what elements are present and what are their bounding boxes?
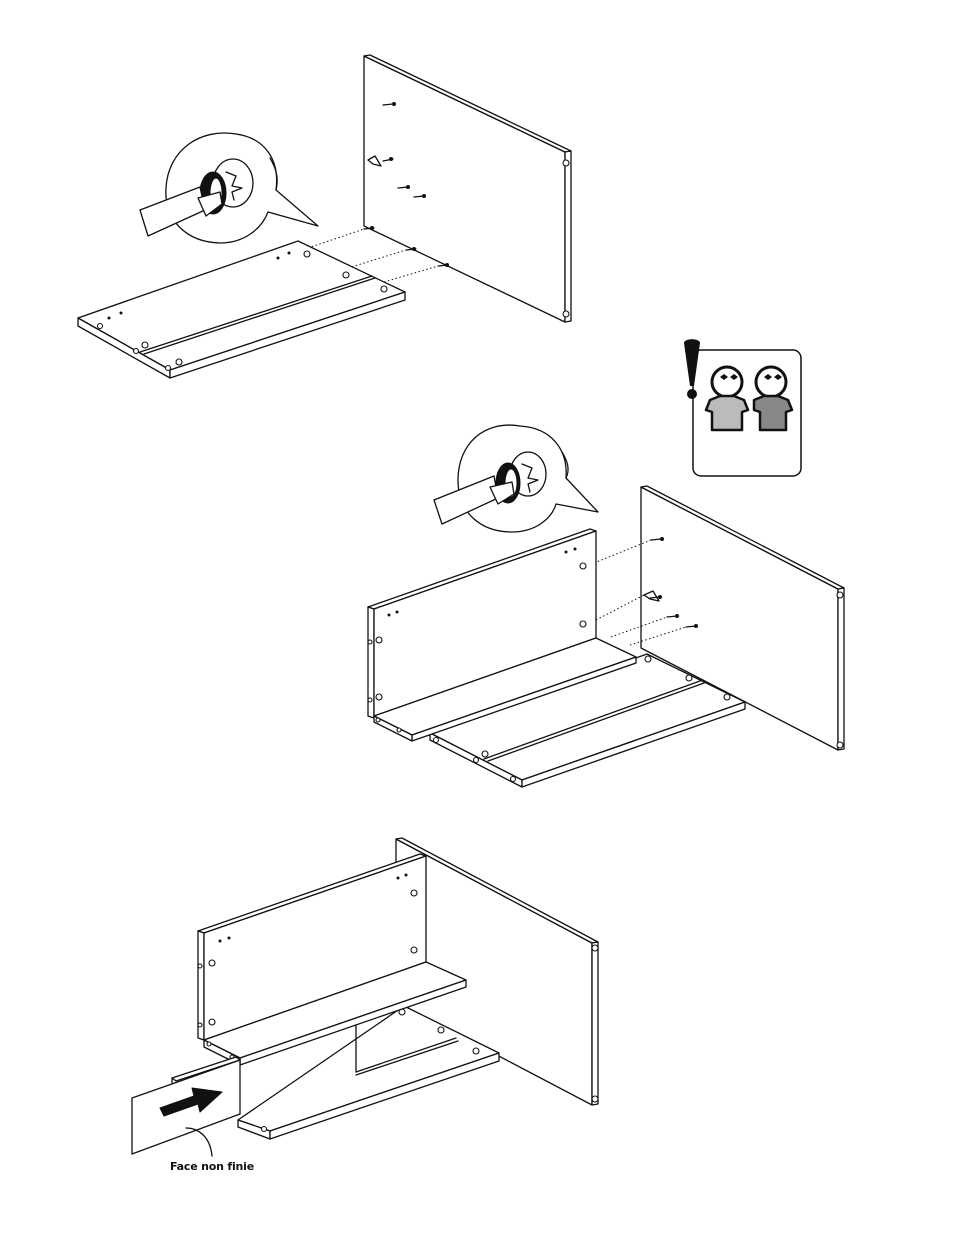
screwdriver-detail-icon — [140, 133, 318, 243]
step-3 — [132, 838, 598, 1156]
step-2 — [368, 425, 844, 787]
screwdriver-detail-icon-2 — [434, 425, 598, 532]
step1-bottom-panel — [78, 241, 405, 378]
back-panel-label: Face non finie — [170, 1160, 254, 1173]
step-1 — [78, 55, 571, 378]
two-person-assembly-warning-icon — [684, 339, 801, 476]
